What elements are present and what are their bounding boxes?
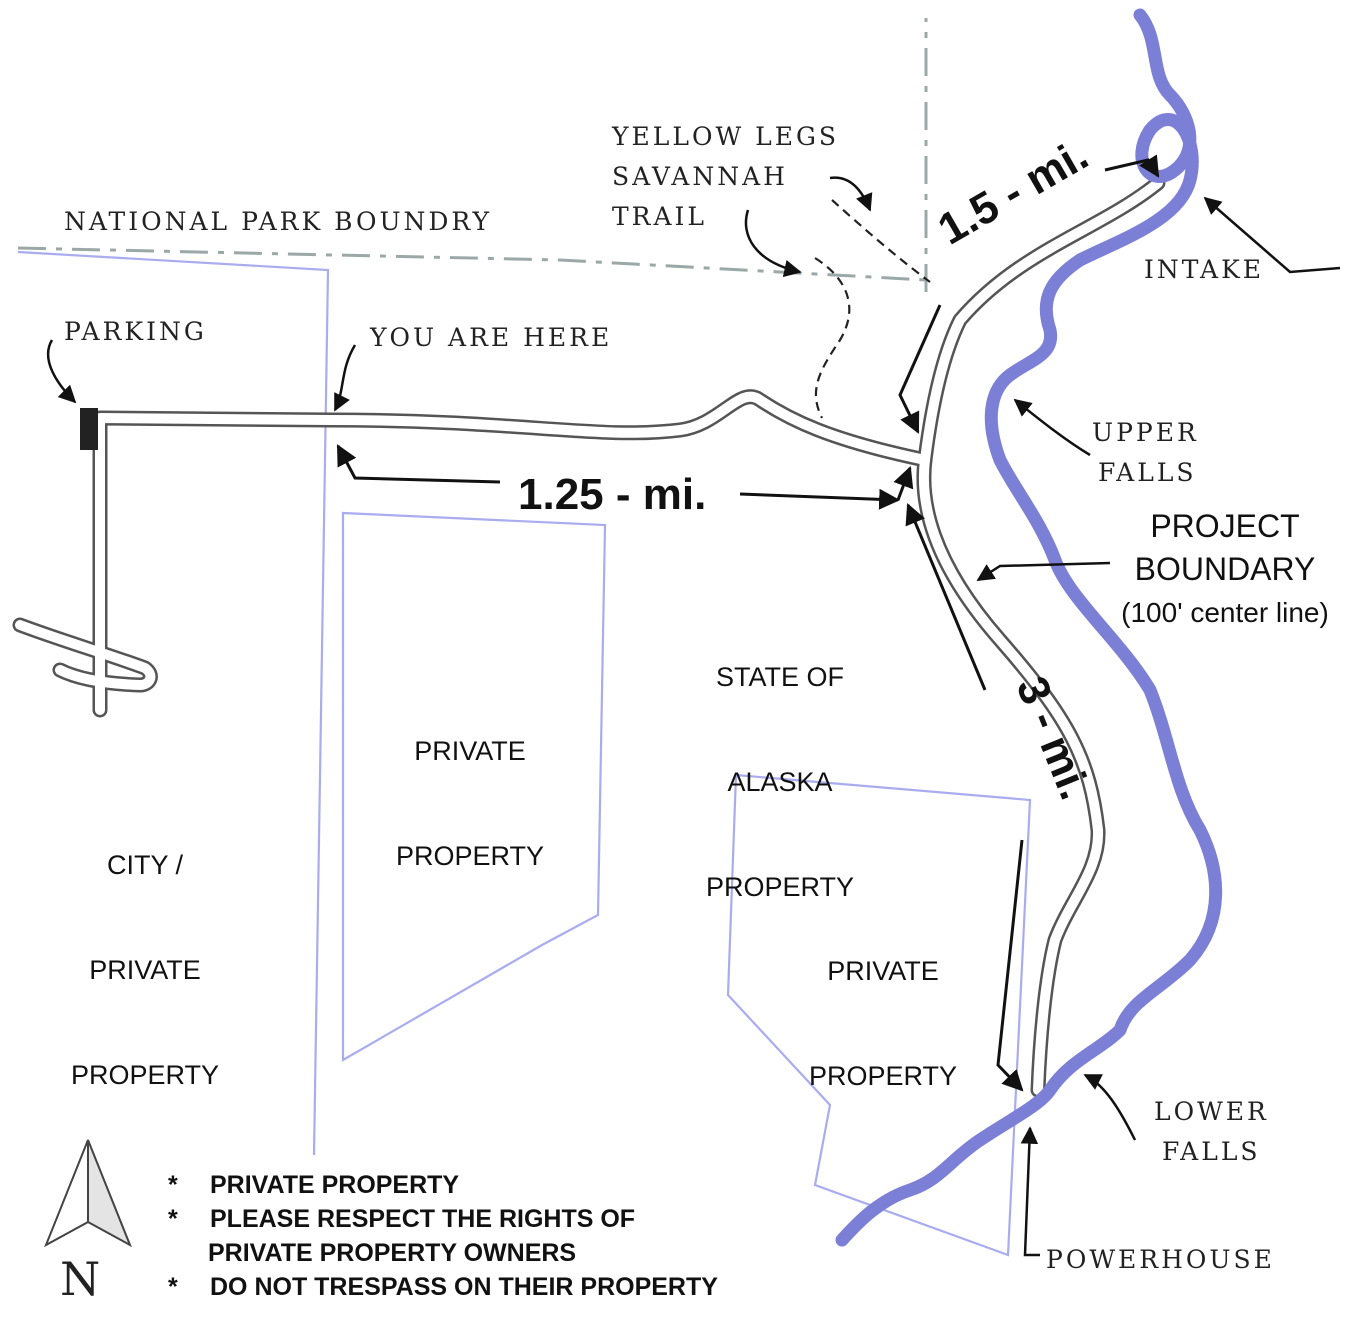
north-arrow-icon [44,1139,132,1248]
property-notes: * PRIVATE PROPERTY * PLEASE RESPECT THE … [168,1168,718,1304]
upper-falls-label-line2: FALLS [1098,458,1197,487]
private-property-1-label: PRIVATE PROPERTY [395,736,545,871]
private-property-2-label: PRIVATE PROPERTY [808,956,958,1091]
state-property-label: STATE OF ALASKA PROPERTY [705,662,855,902]
note-item: * PLEASE RESPECT THE RIGHTS OF [168,1205,636,1233]
intake-label: INTAKE [1144,255,1265,284]
parking-lot [80,408,98,450]
note-item: * DO NOT TRESPASS ON THEIR PROPERTY [168,1273,718,1301]
you-are-here-label: YOU ARE HERE [370,323,613,352]
note-item: * PRIVATE PROPERTY [168,1171,460,1199]
yellow-legs-label-line2: SAVANNAH [612,162,788,191]
north-label: N [60,1252,101,1306]
property-lines [17,250,1032,1257]
label-arrows [46,176,1341,1257]
project-boundary-label: PROJECT BOUNDARY (100' center line) [1121,508,1329,628]
private-property-2-boundary [726,773,1032,1257]
yellow-legs-trail [814,199,931,419]
trail-network [12,175,1166,1098]
national-park-boundary-line [17,18,928,292]
distance-parking-to-junction: 1.25 - mi. [518,470,707,519]
powerhouse-label: POWERHOUSE [1046,1245,1275,1274]
private-property-1-boundary [341,511,607,1062]
upper-falls-label-line1: UPPER [1092,418,1199,447]
city-property-boundary [17,250,330,1156]
parking-label: PARKING [64,317,207,346]
yellow-legs-label-line3: TRAIL [612,202,708,231]
lower-falls-label-line2: FALLS [1162,1137,1261,1166]
river [835,8,1223,1247]
lower-falls-label-line1: LOWER [1154,1097,1269,1126]
yellow-legs-label-line1: YELLOW LEGS [612,122,840,151]
note-item-continuation: PRIVATE PROPERTY OWNERS [208,1239,577,1267]
national-park-boundary-label: NATIONAL PARK BOUNDRY [64,207,492,236]
distance-arrows [336,154,1160,1092]
city-property-label: CITY / PRIVATE PROPERTY [70,850,220,1090]
